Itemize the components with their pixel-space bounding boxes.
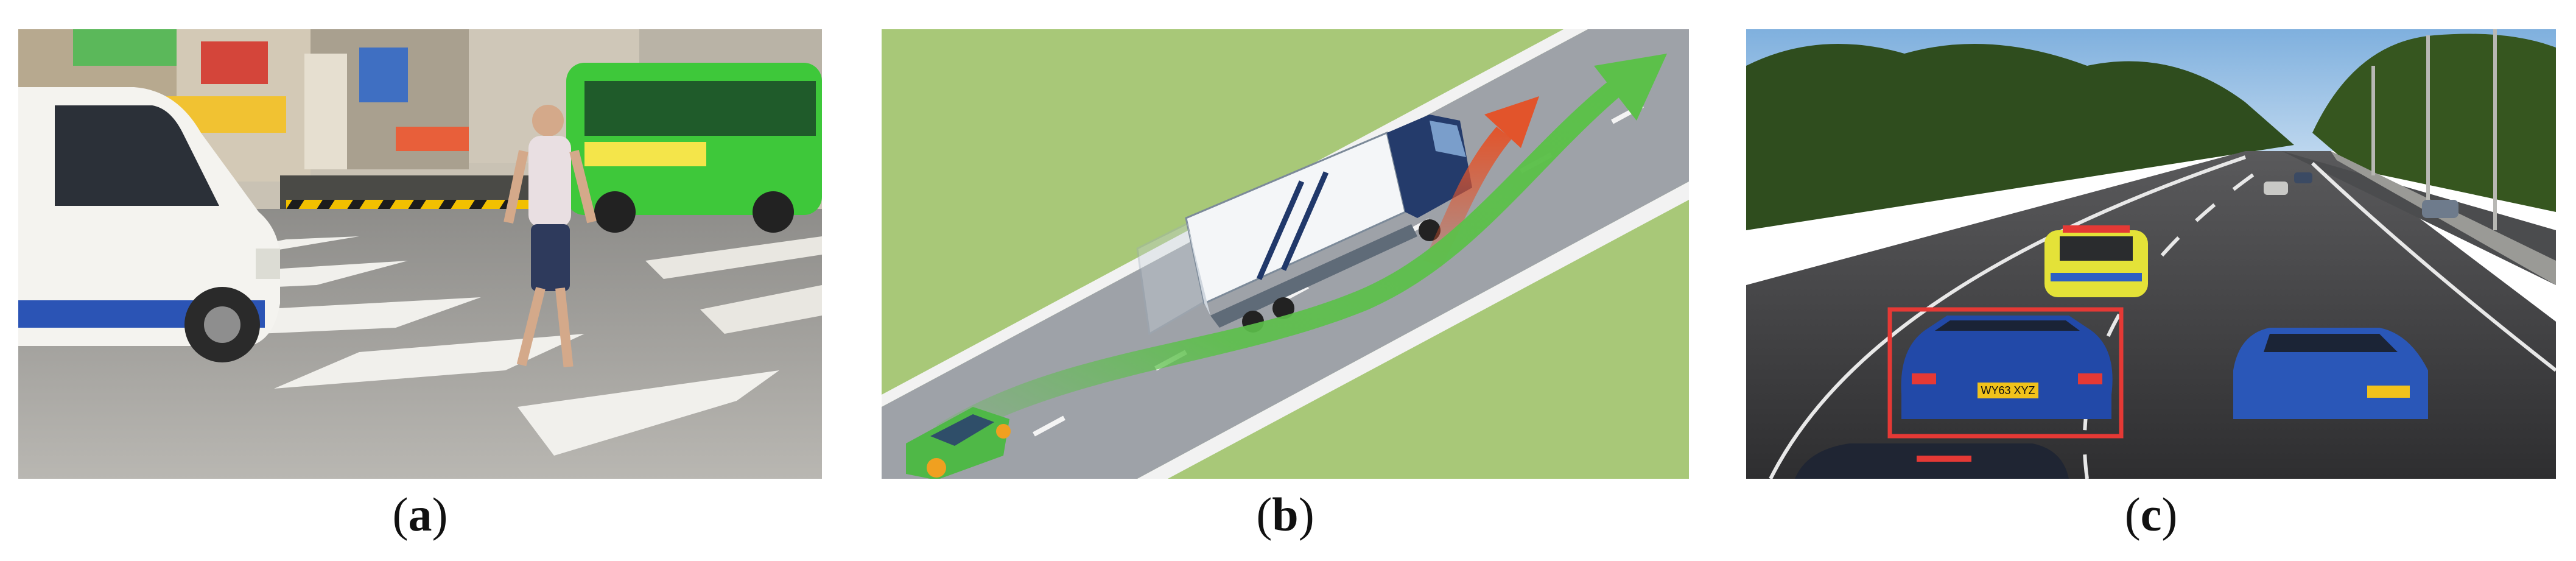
road-markings: [645, 236, 822, 334]
caption-letter: b: [1272, 488, 1299, 541]
lane-lines: [1769, 155, 2556, 479]
caption-paren: ): [1298, 488, 1314, 541]
caption-paren: (: [1256, 488, 1272, 541]
caption-a: (a): [329, 484, 511, 545]
shop-sign: [304, 54, 347, 169]
blue-car-right: [2233, 328, 2428, 419]
caption-letter: c: [2140, 488, 2162, 541]
photo-highway: WY63 XYZ: [1746, 29, 2556, 479]
road-edge-line: [1137, 182, 1689, 479]
detection-box: [1887, 307, 2124, 439]
license-plate: [1978, 383, 2038, 398]
caption-letter: a: [408, 488, 432, 541]
shop-sign: [396, 127, 469, 151]
illustration-overtaking: [882, 29, 1689, 479]
caption-paren: ): [432, 488, 448, 541]
green-bus: [566, 63, 822, 233]
caption-b: (b): [1194, 484, 1377, 545]
trees-left: [1746, 44, 2294, 230]
caption-paren: ): [2161, 488, 2178, 541]
white-van: [18, 87, 280, 362]
crosswalk-scene: [18, 29, 822, 479]
dark-car-bottom: [1795, 443, 2069, 479]
detected-blue-car: WY63 XYZ: [1901, 316, 2113, 419]
truck: [1185, 115, 1472, 333]
caption-paren: (: [2124, 488, 2141, 541]
far-carriageway: [2282, 151, 2556, 285]
police-car: [2044, 225, 2148, 297]
overtake-arrow: [936, 54, 1667, 443]
caption-paren: (: [392, 488, 409, 541]
shop-sign: [201, 41, 268, 84]
distant-cars: [2264, 172, 2458, 218]
highway-scene: WY63 XYZ: [1746, 29, 2556, 479]
shop-sign: [359, 48, 408, 102]
shop-sign: [73, 29, 177, 66]
license-plate-text: WY63 XYZ: [1981, 384, 2035, 397]
green-car: [906, 407, 1011, 479]
overtaking-scene: [882, 29, 1689, 479]
photo-crosswalk: [18, 29, 822, 479]
lamp-posts: [2371, 29, 2497, 230]
swerve-arrow: [1423, 96, 1539, 267]
caption-c: (c): [2060, 484, 2242, 545]
pedestrian: [504, 105, 597, 368]
